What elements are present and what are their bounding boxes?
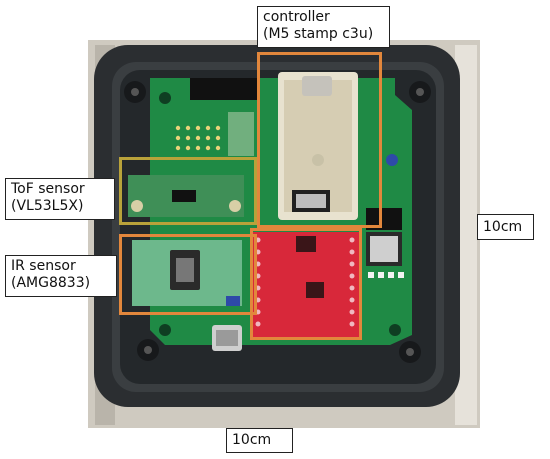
tof-sensor-label-line2: (VL53L5X): [11, 198, 84, 214]
red-board-highlight: [250, 228, 362, 340]
tof-sensor-label: ToF sensor (VL53L5X): [5, 178, 115, 220]
controller-label-line2: (M5 stamp c3u): [263, 26, 374, 42]
ir-sensor-label: IR sensor (AMG8833): [5, 255, 117, 297]
controller-label: controller (M5 stamp c3u): [257, 6, 390, 48]
tof-sensor-label-line1: ToF sensor: [11, 181, 85, 197]
tof-sensor-highlight: [119, 157, 257, 225]
controller-label-line1: controller: [263, 9, 330, 25]
ir-sensor-highlight: [119, 234, 257, 315]
height-dimension-label: 10cm: [477, 214, 534, 240]
width-dimension-label: 10cm: [226, 428, 293, 453]
capacitor: [386, 154, 398, 166]
ir-sensor-label-line2: (AMG8833): [11, 275, 91, 291]
controller-highlight: [257, 52, 382, 228]
ir-sensor-label-line1: IR sensor: [11, 258, 76, 274]
